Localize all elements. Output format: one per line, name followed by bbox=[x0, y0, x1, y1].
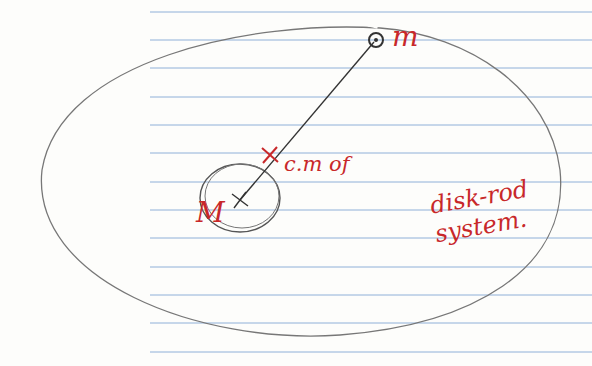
orbit-gap bbox=[260, 21, 380, 28]
mass-label: m bbox=[392, 20, 419, 54]
disk-label: M bbox=[196, 196, 225, 230]
ruled-lines bbox=[150, 12, 592, 352]
mass-circle bbox=[369, 33, 383, 47]
cm-label: c.m of bbox=[284, 152, 349, 177]
cm-cross bbox=[262, 147, 278, 163]
mass-dot bbox=[374, 38, 378, 42]
system-label: disk-rod system. bbox=[428, 169, 566, 248]
rod-line bbox=[240, 42, 374, 200]
center-cross bbox=[232, 192, 248, 208]
